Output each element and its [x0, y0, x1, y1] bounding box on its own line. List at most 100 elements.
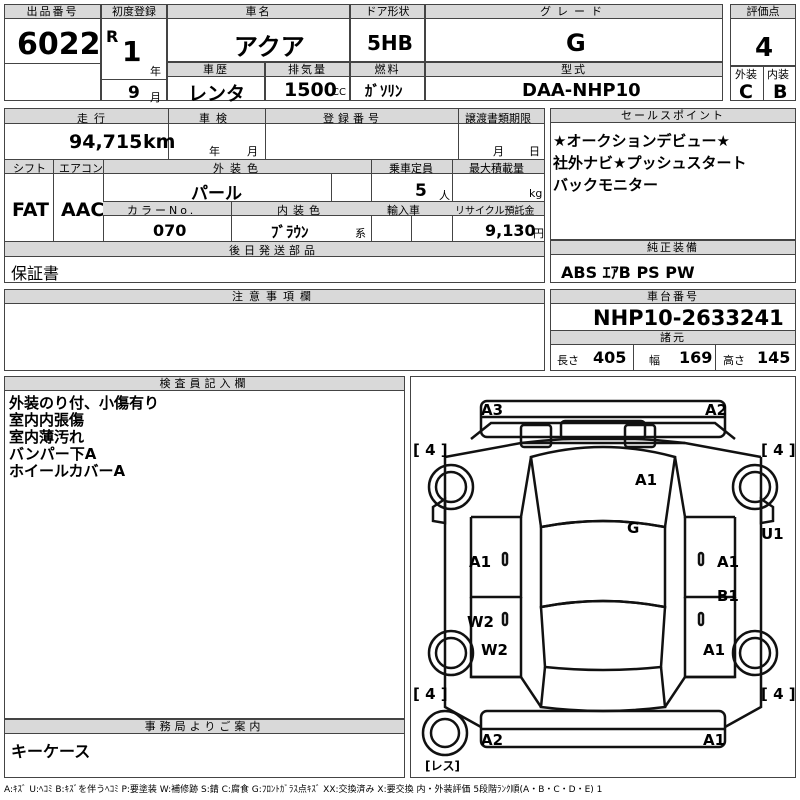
interior-score: B	[773, 81, 788, 103]
equipment: ABS ｴｱB PS PW	[561, 263, 695, 282]
ac-label: エアコン	[59, 162, 103, 175]
import-label: 輸入車	[387, 204, 420, 217]
height: 145	[757, 348, 791, 367]
inspection-year-unit: 年	[209, 145, 220, 158]
damage-a1-left-door: A1	[469, 553, 492, 571]
shipping-parts: 保証書	[11, 264, 60, 283]
equipment-box: 純正装備 ABS ｴｱB PS PW	[550, 240, 796, 283]
height-label: 高さ	[723, 354, 745, 367]
equipment-label: 純正装備	[551, 241, 795, 255]
car-name: アクア	[234, 33, 305, 61]
dims-label: 諸元	[551, 330, 795, 345]
chassis-number: NHP10-2633241	[593, 306, 784, 330]
notes-box: 注意事項欄	[4, 289, 545, 371]
tire-front-left: [ 4 ]	[413, 441, 448, 459]
car-outline	[421, 399, 779, 757]
era: R	[106, 27, 119, 46]
max-load-unit: kg	[529, 187, 543, 200]
interior-label: 内装	[767, 68, 789, 81]
damage-w2-left-lower: W2	[481, 641, 508, 659]
reg-year: 1	[122, 35, 142, 68]
model-box: 型式 DAA-NHP10	[425, 62, 723, 101]
ext-color: パール	[191, 184, 242, 204]
lot-number: 6022	[17, 27, 101, 62]
displacement-label: 排気量	[266, 63, 349, 77]
int-color-unit: 系	[355, 227, 366, 240]
lot-number-box: 出品番号 6022	[4, 4, 101, 101]
damage-a1-rear-right-bumper: A1	[703, 731, 726, 749]
car-name-box: 車名 アクア	[167, 4, 350, 62]
damage-a2-rear-left: A2	[481, 731, 504, 749]
damage-w2-left-upper: W2	[467, 613, 494, 631]
office-text: キーケース	[11, 742, 91, 761]
recycle: 9,130	[485, 221, 536, 240]
reg-number-label: 登録番号	[323, 112, 383, 125]
lot-number-label: 出品番号	[5, 5, 100, 19]
notes-label: 注意事項欄	[5, 290, 544, 304]
office-label: 事務局よりご案内	[5, 720, 404, 734]
shift-label: シフト	[13, 162, 46, 175]
mileage-unit: km	[143, 131, 176, 153]
month-unit: 月	[150, 91, 161, 104]
office-box: 事務局よりご案内 キーケース	[4, 719, 405, 778]
color-no-label: カラーNo.	[127, 204, 197, 217]
ac: AAC	[61, 199, 105, 221]
damage-g-windshield: G	[627, 519, 640, 537]
width-label: 幅	[649, 354, 660, 367]
door-label: ドア形状	[351, 5, 424, 19]
color-no: 070	[153, 221, 187, 240]
history-label: 車歴	[168, 63, 264, 77]
model: DAA-NHP10	[522, 80, 641, 101]
grade-label: グレード	[426, 5, 722, 19]
mileage-label: 走行	[77, 112, 111, 125]
first-registration-label: 初度登録	[102, 5, 166, 19]
legend: A:ｷｽﾞ U:ﾍｺﾐ B:ｷｽﾞを伴うﾍｺﾐ P:要塗装 W:補修跡 S:錆 …	[4, 785, 603, 795]
displacement-box: 排気量 1500 CC	[265, 62, 350, 101]
inspector-box: 検査員記入欄 外装のり付、小傷有り 室内内張傷 室内薄汚れ バンパー下A ホイー…	[4, 376, 405, 719]
car-name-label: 車名	[168, 5, 349, 19]
inspection-month-unit: 月	[247, 145, 258, 158]
inspection-label: 車検	[199, 112, 233, 125]
score: 4	[755, 33, 774, 63]
mileage: 94,715	[69, 131, 143, 153]
reg-month: 9	[128, 83, 140, 103]
history: レンタ	[188, 83, 246, 105]
transfer-month-unit: 月	[493, 145, 504, 158]
damage-b1-right: B1	[717, 587, 739, 605]
tire-front-right: [ 4 ]	[761, 441, 796, 459]
damage-a3-front-left: A3	[481, 401, 504, 419]
score-label: 評価点	[731, 5, 795, 19]
length-label: 長さ	[557, 354, 579, 367]
capacity: 5	[415, 181, 427, 201]
chassis-box: 車台番号 NHP10-2633241 諸元 長さ 405 幅 169 高さ 14…	[550, 289, 796, 371]
sales-point-box: セールスポイント ★オークションデビュー★ 社外ナビ★プッシュスタート バックモ…	[550, 108, 796, 240]
inspector-notes: 外装のり付、小傷有り 室内内張傷 室内薄汚れ バンパー下A ホイールカバーA	[9, 394, 160, 480]
transfer-day-unit: 日	[529, 145, 540, 158]
exterior-score: C	[739, 81, 753, 103]
spec-table: 走行 車検 登録番号 譲渡書類期限 94,715 km 年 月 月 日 シフト …	[4, 108, 545, 258]
spare-tire-label: [レス]	[425, 759, 460, 773]
displacement: 1500	[284, 79, 337, 101]
year-unit: 年	[150, 65, 161, 78]
shift: FAT	[12, 199, 49, 221]
score-box: 評価点 4 外装 内装 C B	[730, 4, 796, 103]
inspector-label: 検査員記入欄	[5, 377, 404, 391]
capacity-label: 乗車定員	[389, 162, 433, 175]
shipping-box: 保証書	[4, 256, 545, 283]
capacity-unit: 人	[439, 189, 450, 202]
width: 169	[679, 348, 713, 367]
car-diagram: A3 A2 A1 G U1 A1 A1 B1 W2 W2 A1 A2 A1 [ …	[410, 376, 796, 778]
recycle-label: リサイクル預託金	[455, 206, 535, 217]
door-type: 5HB	[367, 31, 413, 55]
transfer-label: 譲渡書類期限	[465, 112, 531, 125]
ext-color-label: 外装色	[213, 162, 264, 175]
tire-rear-left: [ 4 ]	[413, 685, 448, 703]
displacement-unit: CC	[332, 87, 346, 98]
tire-rear-right: [ 4 ]	[761, 685, 796, 703]
recycle-unit: 円	[533, 227, 544, 240]
door-box: ドア形状 5HB	[350, 4, 425, 62]
fuel: ｶﾞｿﾘﾝ	[365, 82, 403, 100]
int-color-label: 内装色	[277, 204, 325, 217]
damage-a1-right-door: A1	[717, 553, 740, 571]
damage-a2-front-right: A2	[705, 401, 728, 419]
